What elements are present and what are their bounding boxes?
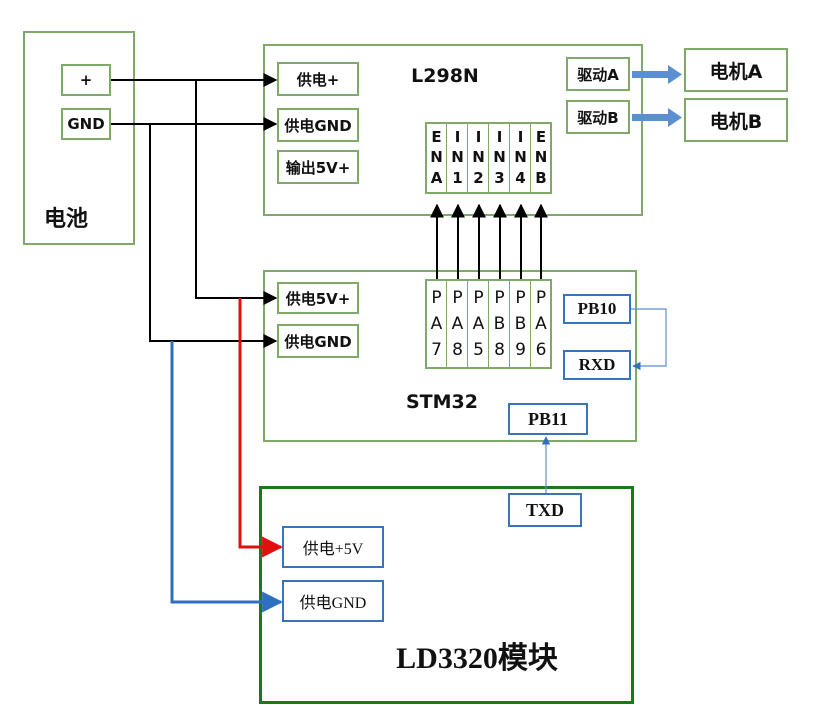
stm32-power-5v: 供电5V+ bbox=[277, 282, 359, 314]
l298n-drive-a: 驱动A bbox=[566, 57, 630, 91]
wire-red-5v-to-ld3320 bbox=[238, 298, 284, 558]
pin-char: N bbox=[451, 148, 464, 167]
pin-char: N bbox=[472, 148, 485, 167]
pin-char: P bbox=[473, 287, 484, 308]
stm32-pb10-label: PB10 bbox=[563, 294, 631, 324]
l298n-output-5v: 输出5V+ bbox=[277, 150, 359, 184]
stm32-power-gnd: 供电GND bbox=[277, 324, 359, 358]
pin-char: I bbox=[475, 127, 482, 146]
pin-char: B bbox=[514, 313, 527, 334]
pin-char: 3 bbox=[494, 169, 505, 188]
stm32-pb11-label: PB11 bbox=[508, 403, 588, 435]
ld3320-power-5v: 供电+5V bbox=[282, 526, 384, 568]
pin-char: A bbox=[430, 313, 443, 334]
battery-title: 电池 bbox=[43, 207, 88, 232]
ld3320-title: LD3320模块 bbox=[396, 642, 558, 675]
pin-char: P bbox=[515, 287, 526, 308]
pin-char: B bbox=[493, 313, 506, 334]
pin-char: 2 bbox=[473, 169, 484, 188]
wire-plus-to-stm32-5v bbox=[195, 80, 278, 305]
l298n-power-gnd: 供电GND bbox=[277, 108, 359, 142]
pin-char: P bbox=[494, 287, 505, 308]
pin-char: E bbox=[431, 127, 442, 146]
ld3320-txd-label: TXD bbox=[508, 493, 582, 527]
pin-char: N bbox=[514, 148, 527, 167]
battery-plus-terminal: + bbox=[61, 64, 111, 96]
pin-char: A bbox=[451, 313, 464, 334]
pin-char: N bbox=[493, 148, 506, 167]
motor-b: 电机B bbox=[684, 98, 788, 142]
pin-char: P bbox=[452, 287, 463, 308]
l298n-title: L298N bbox=[411, 65, 479, 87]
wire-gnd-to-stm32-gnd bbox=[149, 124, 278, 348]
drive-b-arrow bbox=[632, 108, 682, 127]
pin-char: 7 bbox=[431, 339, 442, 360]
pin-char: A bbox=[430, 169, 443, 188]
wire-blue-gnd-to-ld3320 bbox=[170, 341, 284, 613]
pin-char: 8 bbox=[494, 339, 505, 360]
pin-char: 8 bbox=[452, 339, 463, 360]
pin-char: I bbox=[517, 127, 524, 146]
battery-gnd-terminal: GND bbox=[61, 108, 111, 140]
pin-char: I bbox=[496, 127, 503, 146]
stm32-title: STM32 bbox=[406, 391, 478, 413]
pin-char: 5 bbox=[473, 339, 484, 360]
pin-char: N bbox=[534, 148, 548, 167]
pin-char: E bbox=[535, 127, 547, 146]
drive-a-arrow bbox=[632, 65, 682, 84]
pin-char: 1 bbox=[452, 169, 463, 188]
ld3320-power-gnd: 供电GND bbox=[282, 580, 384, 622]
pin-char: P bbox=[535, 287, 547, 308]
pin-char: N bbox=[430, 148, 443, 167]
pin-char: I bbox=[454, 127, 461, 146]
pin-char: 6 bbox=[535, 339, 547, 360]
pin-char: A bbox=[472, 313, 485, 334]
pin-char: A bbox=[535, 313, 547, 334]
wire-pb10-to-rxd bbox=[631, 308, 667, 371]
pin-char: 9 bbox=[515, 339, 526, 360]
l298n-power-plus: 供电+ bbox=[277, 62, 359, 96]
motor-a: 电机A bbox=[684, 48, 788, 92]
l298n-drive-b: 驱动B bbox=[566, 100, 630, 134]
stm32-rxd-label: RXD bbox=[563, 350, 631, 380]
pin-char: 4 bbox=[515, 169, 526, 188]
pin-char: B bbox=[535, 169, 547, 188]
pin-char: P bbox=[431, 287, 442, 308]
